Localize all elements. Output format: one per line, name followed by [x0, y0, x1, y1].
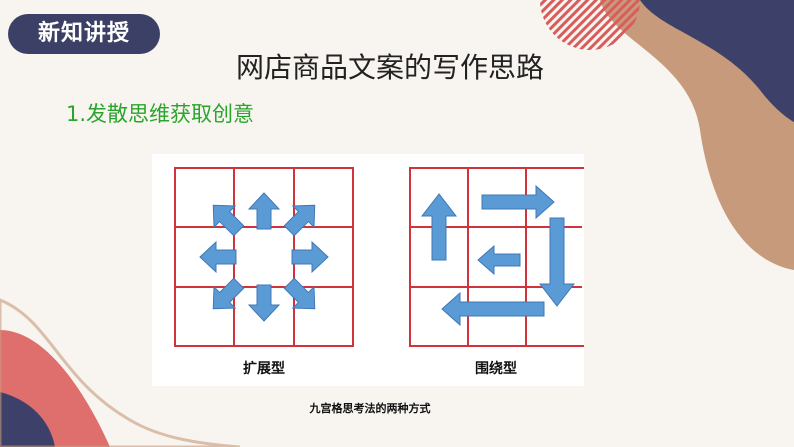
slide-title: 网店商品文案的写作思路	[235, 51, 544, 84]
deco-striped-circle	[540, 0, 640, 50]
arrow-right-long-icon	[481, 184, 555, 220]
arrow-up-right-icon	[283, 204, 316, 237]
arrow-left-short-icon	[477, 244, 521, 276]
surround-grid	[409, 167, 584, 347]
arrow-up-left-icon	[212, 204, 245, 237]
expansion-label: 扩展型	[243, 361, 285, 377]
surround-grid-frame	[409, 167, 584, 347]
arrow-left-icon	[199, 240, 237, 274]
slide-subtitle: 1.发散思维获取创意	[66, 102, 255, 126]
arrow-left-long-icon	[441, 291, 545, 327]
nine-grid-figure	[174, 167, 584, 347]
deco-navy-blob-top	[640, 0, 794, 122]
arrow-down-icon	[247, 284, 281, 322]
expansion-grid-frame	[174, 167, 354, 347]
arrow-down-left-icon	[212, 277, 245, 310]
figure-panel: 扩展型 围绕型	[152, 154, 584, 386]
arrow-up-long-icon	[420, 193, 458, 261]
arrow-down-right-icon	[283, 277, 316, 310]
arrow-down-long-icon	[538, 217, 576, 307]
arrow-up-icon	[247, 192, 281, 230]
deco-tan-curve-bottom	[0, 298, 241, 447]
figure-caption: 九宫格思考法的两种方式	[309, 402, 431, 415]
section-tag: 新知讲授	[8, 14, 160, 54]
arrow-right-icon	[291, 240, 329, 274]
deco-navy-blob-bottom	[0, 392, 55, 447]
surround-label: 围绕型	[475, 361, 517, 377]
